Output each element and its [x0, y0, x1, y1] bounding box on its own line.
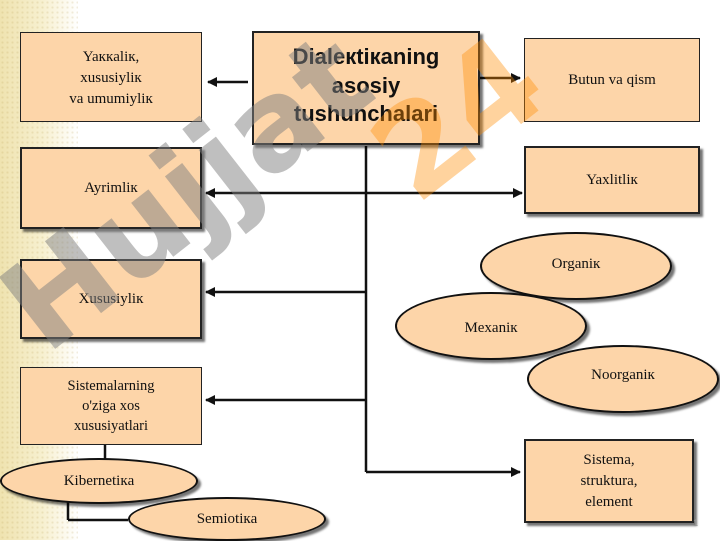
- ellipse-noorganik: Noorganiк: [527, 345, 719, 413]
- box-xususiylik: Xususiyliк: [20, 259, 202, 339]
- box-ayrimlik: Ayrimliк: [20, 147, 202, 229]
- box-sistemalarning-xususiyatlari: Sistemalarning o'ziga xos xususiyatlari: [20, 367, 202, 445]
- ellipse-noorganik-label: Noorganiк: [591, 366, 655, 383]
- ellipse-organik-label: Organiк: [551, 255, 601, 272]
- ellipse-semiotika-label: Semiotiкa: [196, 510, 258, 527]
- box-yaxlitlik: Yaxlitliк: [524, 146, 700, 214]
- page-title: Dialeкtiкaning asosiy tushunchalari: [292, 44, 440, 127]
- ellipse-mexanik-label: Mexaniк: [464, 319, 518, 336]
- box-yakkalik-xususiylik-umumiylik: Yaккaliк, xususiyliк va umumiyliк: [20, 32, 202, 122]
- ellipse-semiotika: Semiotiкa: [128, 497, 326, 541]
- ellipse-organik: Organiк: [480, 232, 672, 300]
- ellipse-mexanik: Mexaniк: [395, 292, 587, 360]
- box-butun-va-qism: Butun va qism: [524, 38, 700, 122]
- ellipse-kibernetika-label: Kibernetiкa: [63, 472, 135, 489]
- title-box: Dialeкtiкaning asosiy tushunchalari: [252, 31, 480, 145]
- ellipse-kibernetika: Kibernetiкa: [0, 458, 198, 504]
- box-sistema-struktura-element: Sistema, struktura, element: [524, 439, 694, 523]
- page-number: 1: [692, 518, 698, 528]
